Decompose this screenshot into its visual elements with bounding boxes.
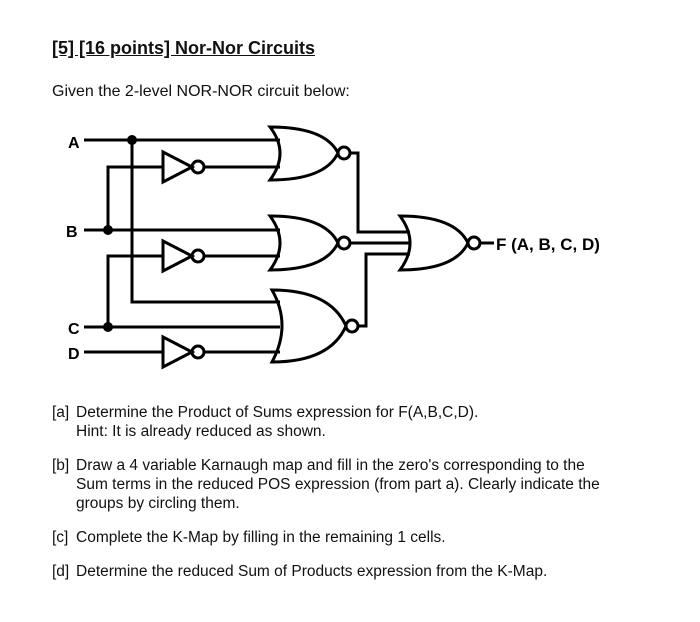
wire-a <box>84 135 280 304</box>
part-b-line-1: Draw a 4 variable Karnaugh map and fill … <box>76 457 585 474</box>
nor-gate-1 <box>266 125 352 182</box>
inverter-d <box>161 334 280 370</box>
input-label-a: A <box>68 135 80 152</box>
problem-parts: [a] Determine the Product of Sums expres… <box>52 403 672 596</box>
input-label-c: C <box>68 321 80 338</box>
wire-b <box>84 165 280 235</box>
inverter-c <box>161 238 280 274</box>
problem-title: [5] [16 points] Nor-Nor Circuits <box>52 38 316 58</box>
part-a-line-2: Hint: It is already reduced as shown. <box>76 423 326 440</box>
part-b-line-3: groups by circling them. <box>76 495 240 512</box>
part-c: [c] Complete the K-Map by filling in the… <box>52 528 672 547</box>
part-d-line-1: Determine the reduced Sum of Products ex… <box>76 563 548 580</box>
output-label: F (A, B, C, D) <box>496 235 600 254</box>
part-c-tag: [c] <box>52 529 69 546</box>
input-label-b: B <box>66 224 78 241</box>
nor-gate-2 <box>267 214 352 272</box>
wire-c <box>84 254 280 332</box>
part-d-tag: [d] <box>52 563 70 580</box>
part-c-line-1: Complete the K-Map by filling in the rem… <box>76 529 446 546</box>
input-label-d: D <box>68 346 80 363</box>
part-a: [a] Determine the Product of Sums expres… <box>52 403 672 441</box>
nor-gate-output <box>397 214 494 272</box>
part-b: [b] Draw a 4 variable Karnaugh map and f… <box>52 456 672 513</box>
wire-gate-interconnect <box>350 151 410 328</box>
part-a-line-1: Determine the Product of Sums expression… <box>76 404 479 421</box>
part-d: [d] Determine the reduced Sum of Product… <box>52 562 672 581</box>
part-b-line-2: Sum terms in the reduced POS expression … <box>76 476 600 493</box>
part-a-tag: [a] <box>52 404 70 421</box>
inverter-b <box>161 149 280 185</box>
nor-nor-circuit-diagram: A B C D <box>66 125 600 370</box>
problem-intro: Given the 2-level NOR-NOR circuit below: <box>52 83 350 100</box>
part-b-tag: [b] <box>52 457 70 474</box>
nor-gate-3 <box>269 288 360 364</box>
